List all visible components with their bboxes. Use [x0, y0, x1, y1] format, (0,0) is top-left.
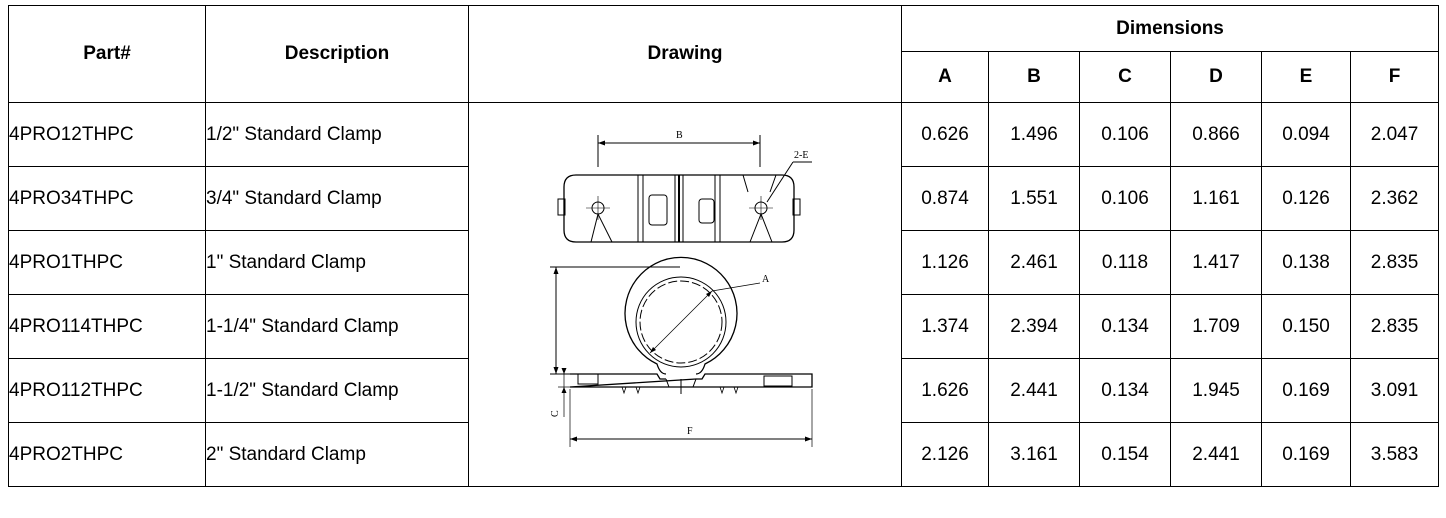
- label-a: A: [762, 274, 770, 285]
- clamp-drawing-cell: B: [468, 102, 902, 487]
- dim-a: 1.126: [901, 230, 989, 295]
- table-row: 4PRO114THPC 1-1/4" Standard Clamp 1.374 …: [8, 294, 1440, 359]
- dim-f: 2.362: [1349, 166, 1440, 231]
- label-f: F: [687, 426, 693, 437]
- dim-e: 0.094: [1261, 102, 1351, 167]
- part-description: 3/4" Standard Clamp: [205, 166, 469, 231]
- table-row: 4PRO34THPC 3/4" Standard Clamp 0.874 1.5…: [8, 166, 1440, 231]
- dim-f: 2.835: [1349, 230, 1440, 295]
- dim-a: 0.626: [901, 102, 989, 167]
- table-row: 4PRO12THPC 1/2" Standard Clamp B: [8, 102, 1440, 487]
- table-row: 4PRO2THPC 2" Standard Clamp 2.126 3.161 …: [8, 422, 1440, 487]
- dim-e: 0.169: [1261, 422, 1351, 487]
- dim-c: 0.134: [1079, 294, 1171, 359]
- part-number: 4PRO2THPC: [8, 422, 206, 487]
- label-c: C: [550, 410, 561, 417]
- header-col-b: B: [988, 51, 1080, 103]
- dim-b: 1.496: [988, 102, 1080, 167]
- label-2-e: 2-E: [794, 150, 808, 161]
- dim-a: 0.874: [901, 166, 989, 231]
- header-col-d: D: [1170, 51, 1262, 103]
- header-dimensions: Dimensions: [900, 5, 1440, 52]
- part-description: 1/2" Standard Clamp: [205, 102, 469, 167]
- part-number: 4PRO12THPC: [8, 102, 206, 167]
- part-number: 4PRO1THPC: [8, 230, 206, 295]
- dim-b: 2.461: [988, 230, 1080, 295]
- table-row: 4PRO1THPC 1" Standard Clamp 1.126 2.461 …: [8, 230, 1440, 295]
- header-part: Part#: [8, 5, 206, 103]
- part-description: 1" Standard Clamp: [205, 230, 469, 295]
- part-number: 4PRO34THPC: [8, 166, 206, 231]
- dim-e: 0.138: [1261, 230, 1351, 295]
- table-row: 4PRO112THPC 1-1/2" Standard Clamp 1.626 …: [8, 358, 1440, 423]
- dim-a: 1.374: [901, 294, 989, 359]
- part-description: 1-1/4" Standard Clamp: [205, 294, 469, 359]
- dim-b: 3.161: [988, 422, 1080, 487]
- dim-c: 0.106: [1079, 102, 1171, 167]
- dim-b: 1.551: [988, 166, 1080, 231]
- label-d: D: [550, 314, 553, 321]
- dim-e: 0.150: [1261, 294, 1351, 359]
- dim-f: 2.047: [1349, 102, 1440, 167]
- dim-d: 1.417: [1170, 230, 1262, 295]
- dim-f: 3.583: [1349, 422, 1440, 487]
- dim-c: 0.134: [1079, 358, 1171, 423]
- part-description: 2" Standard Clamp: [205, 422, 469, 487]
- dim-e: 0.126: [1261, 166, 1351, 231]
- label-b: B: [676, 130, 683, 141]
- dim-e: 0.169: [1261, 358, 1351, 423]
- dim-d: 0.866: [1170, 102, 1262, 167]
- dim-d: 1.161: [1170, 166, 1262, 231]
- header-col-a: A: [901, 51, 989, 103]
- dim-b: 2.394: [988, 294, 1080, 359]
- dim-d: 2.441: [1170, 422, 1262, 487]
- clamp-technical-drawing: B: [542, 130, 813, 447]
- clamp-side-view: D A: [542, 256, 813, 447]
- clamp-spec-table: Part# Description Drawing Dimensions A B…: [8, 5, 1440, 487]
- dim-c: 0.154: [1079, 422, 1171, 487]
- dim-c: 0.106: [1079, 166, 1171, 231]
- dim-c: 0.118: [1079, 230, 1171, 295]
- dim-d: 1.945: [1170, 358, 1262, 423]
- header-col-e: E: [1261, 51, 1351, 103]
- part-number: 4PRO114THPC: [8, 294, 206, 359]
- dim-f: 3.091: [1349, 358, 1440, 423]
- dim-b: 2.441: [988, 358, 1080, 423]
- header-description: Description: [205, 5, 469, 103]
- dim-a: 1.626: [901, 358, 989, 423]
- dim-f: 2.835: [1349, 294, 1440, 359]
- clamp-top-view: B: [557, 130, 812, 243]
- header-drawing: Drawing: [468, 5, 902, 103]
- dim-d: 1.709: [1170, 294, 1262, 359]
- part-description: 1-1/2" Standard Clamp: [205, 358, 469, 423]
- dim-a: 2.126: [901, 422, 989, 487]
- header-col-f: F: [1349, 51, 1440, 103]
- part-number: 4PRO112THPC: [8, 358, 206, 423]
- header-col-c: C: [1079, 51, 1171, 103]
